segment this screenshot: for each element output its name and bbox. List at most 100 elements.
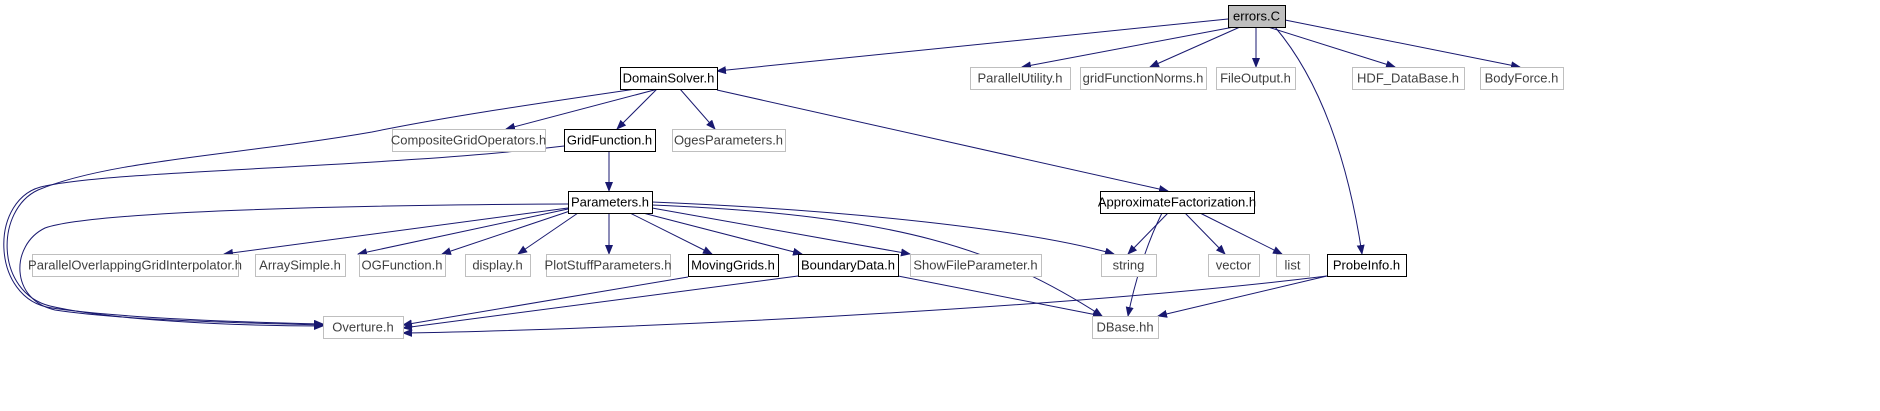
node-string: string <box>1101 254 1157 277</box>
node-box-pogi <box>32 254 239 277</box>
edge-errors-to-domainsolver <box>716 18 1229 75</box>
node-box-gridfunction <box>564 129 656 152</box>
node-label-parameters: Parameters.h <box>571 195 649 210</box>
node-parallelutility: ParallelUtility.h <box>970 67 1071 90</box>
node-ogfunction: OGFunction.h <box>359 254 446 277</box>
node-box-overture <box>323 316 404 339</box>
edge-errors-to-probeinfo <box>1274 26 1365 255</box>
node-dbase: DBase.hh <box>1092 316 1159 339</box>
node-box-bodyforce <box>1480 67 1564 90</box>
node-label-list: list <box>1285 258 1301 273</box>
node-label-ogesparameters: OgesParameters.h <box>674 133 783 148</box>
node-label-parallelutility: ParallelUtility.h <box>977 71 1062 86</box>
edge-errors-to-bodyforce <box>1284 19 1521 70</box>
edge-approx-to-vector <box>1184 212 1226 255</box>
node-label-pogi: ParallelOverlappingGridInterpolator.h <box>28 258 242 273</box>
edge-parameters-to-showfile <box>651 207 911 257</box>
node-vector: vector <box>1208 254 1260 277</box>
node-label-boundarydata: BoundaryData.h <box>801 258 895 273</box>
edge-parameters-to-ogfunction <box>441 210 571 255</box>
node-label-gridfunction: GridFunction.h <box>567 133 652 148</box>
node-box-parallelutility <box>970 67 1071 90</box>
node-label-domainsolver: DomainSolver.h <box>623 71 715 86</box>
edge-boundarydata-to-dbase <box>897 275 1103 319</box>
node-box-ogesparameters <box>672 129 786 152</box>
node-domainsolver[interactable]: DomainSolver.h <box>620 67 718 90</box>
node-approx[interactable]: ApproximateFactorization.h <box>1098 191 1256 214</box>
node-label-dbase: DBase.hh <box>1096 320 1153 335</box>
edge-parameters-to-boundarydata <box>642 212 803 256</box>
edge-parameters-to-overture <box>19 203 569 329</box>
edge-approx-to-string <box>1127 212 1169 255</box>
edge-errors-to-parallelutility <box>1021 26 1235 70</box>
node-boundarydata[interactable]: BoundaryData.h <box>798 254 899 277</box>
node-label-string: string <box>1113 258 1145 273</box>
edge-parameters-to-pogi <box>223 207 569 257</box>
node-gridfunctionnorms: gridFunctionNorms.h <box>1080 67 1207 90</box>
edge-parameters-to-display <box>517 212 579 255</box>
edge-movinggrids-to-overture <box>402 276 689 328</box>
node-box-string <box>1101 254 1157 277</box>
node-probeinfo[interactable]: ProbeInfo.h <box>1327 254 1407 277</box>
node-ogesparameters: OgesParameters.h <box>672 129 786 152</box>
node-label-plotstuff: PlotStuffParameters.h <box>545 258 672 273</box>
edge-errors-to-gridfunctionnorms <box>1149 26 1241 68</box>
node-box-approx <box>1100 191 1255 214</box>
node-label-probeinfo: ProbeInfo.h <box>1333 258 1400 273</box>
node-label-showfile: ShowFileParameter.h <box>913 258 1037 273</box>
node-box-ogfunction <box>359 254 446 277</box>
edge-domainsolver-to-ogesparameters <box>679 88 716 130</box>
edge-parameters-to-dbase <box>651 204 1103 317</box>
node-label-fileoutput: FileOutput.h <box>1220 71 1291 86</box>
node-box-movinggrids <box>688 254 779 277</box>
node-box-display <box>465 254 531 277</box>
node-bodyforce: BodyForce.h <box>1480 67 1564 90</box>
node-label-ogfunction: OGFunction.h <box>362 258 443 273</box>
node-display: display.h <box>465 254 531 277</box>
edge-boundarydata-to-overture <box>402 275 799 331</box>
node-label-approx: ApproximateFactorization.h <box>1098 195 1256 210</box>
node-plotstuff: PlotStuffParameters.h <box>545 254 672 277</box>
node-label-compositegridoperators: CompositeGridOperators.h <box>391 133 546 148</box>
node-label-errors: errors.C <box>1233 9 1280 24</box>
node-errors[interactable]: errors.C <box>1228 5 1286 28</box>
node-label-movinggrids: MovingGrids.h <box>691 258 775 273</box>
node-box-arraysimple <box>255 254 346 277</box>
node-box-boundarydata <box>798 254 899 277</box>
node-box-domainsolver <box>620 67 718 90</box>
node-hdf: HDF_DataBase.h <box>1352 67 1465 90</box>
edge-domainsolver-to-approx <box>716 89 1169 193</box>
node-box-compositegridoperators <box>392 129 546 152</box>
node-label-arraysimple: ArraySimple.h <box>259 258 341 273</box>
node-label-hdf: HDF_DataBase.h <box>1357 71 1459 86</box>
node-box-dbase <box>1092 316 1159 339</box>
edge-domainsolver-to-gridfunction <box>616 88 658 130</box>
edge-errors-to-hdf <box>1267 26 1396 69</box>
node-box-list <box>1276 254 1310 277</box>
edge-parameters-to-string <box>651 201 1115 256</box>
edge-domainsolver-to-compositegridoperators <box>505 88 659 131</box>
node-parameters[interactable]: Parameters.h <box>568 191 653 214</box>
node-arraysimple: ArraySimple.h <box>255 254 346 277</box>
node-label-bodyforce: BodyForce.h <box>1485 71 1559 86</box>
node-overture: Overture.h <box>323 316 404 339</box>
node-box-errors <box>1228 5 1286 28</box>
node-label-vector: vector <box>1216 258 1252 273</box>
edge-parameters-to-arraysimple <box>357 208 569 257</box>
node-box-showfile <box>910 254 1042 277</box>
edge-probeinfo-to-overture <box>402 275 1328 337</box>
node-box-probeinfo <box>1327 254 1407 277</box>
node-box-vector <box>1208 254 1260 277</box>
node-movinggrids[interactable]: MovingGrids.h <box>688 254 779 277</box>
node-pogi: ParallelOverlappingGridInterpolator.h <box>28 254 242 277</box>
node-box-fileoutput <box>1216 67 1296 90</box>
node-showfile: ShowFileParameter.h <box>910 254 1042 277</box>
node-label-display: display.h <box>472 258 522 273</box>
node-box-plotstuff <box>546 254 671 277</box>
node-label-gridfunctionnorms: gridFunctionNorms.h <box>1083 71 1204 86</box>
node-gridfunction[interactable]: GridFunction.h <box>564 129 656 152</box>
edge-probeinfo-to-dbase <box>1157 275 1328 318</box>
node-label-overture: Overture.h <box>332 320 393 335</box>
edge-gridfunction-to-overture <box>3 145 565 328</box>
